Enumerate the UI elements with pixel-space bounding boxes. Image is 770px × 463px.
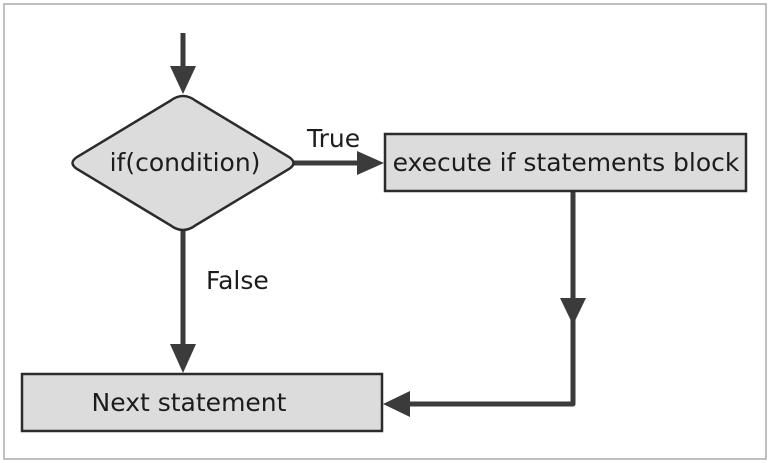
merge-edge: [383, 192, 586, 417]
true-edge: True: [294, 124, 384, 175]
condition-label: if(condition): [110, 148, 261, 177]
next-statement-node: Next statement: [20, 372, 384, 433]
true-label: True: [306, 124, 360, 153]
if-block-label: execute if statements block: [393, 148, 740, 177]
if-block-node: execute if statements block: [383, 132, 748, 193]
false-edge: False: [170, 230, 269, 373]
false-label: False: [206, 266, 269, 295]
next-statement-label: Next statement: [92, 388, 287, 417]
condition-node: if(condition): [71, 94, 295, 232]
entry-arrow: [170, 33, 196, 94]
